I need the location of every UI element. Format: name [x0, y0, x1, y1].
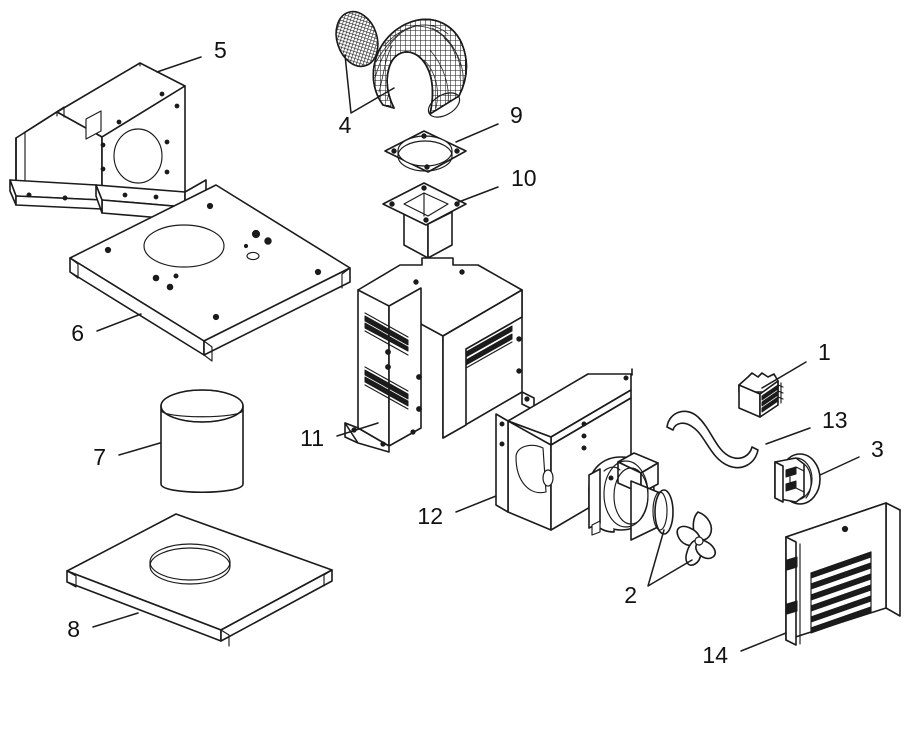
- part-13-flexible-wire-harness: [666, 410, 759, 469]
- leader-12: [455, 495, 497, 513]
- leader-2: [647, 529, 693, 587]
- part-8-ceiling-trim-plate: [66, 513, 333, 647]
- part-3-damper-actuator: [774, 453, 821, 505]
- callout-label-13: 13: [822, 407, 848, 433]
- callout-layer: 1 2 3 4 5 6 7 8 9 10 11 12 13 14: [67, 37, 884, 668]
- part-5-upper-housing-enclosure: [9, 62, 207, 221]
- part-1-terminal-block-connector: [738, 372, 784, 418]
- leader-6: [96, 313, 142, 332]
- leader-5: [156, 56, 202, 73]
- part-14-louvered-grille-cover: [785, 502, 901, 646]
- callout-label-6: 6: [71, 320, 84, 346]
- callout-label-11: 11: [300, 425, 324, 451]
- callout-label-3: 3: [871, 436, 884, 462]
- part-12-motor-mount-bracket: [495, 368, 633, 531]
- leader-3: [819, 456, 860, 476]
- part-7-cylindrical-duct-sleeve: [160, 389, 244, 493]
- callout-label-10: 10: [511, 165, 537, 191]
- callout-label-7: 7: [93, 444, 106, 470]
- part-10-square-duct-transition-boot: [382, 182, 467, 259]
- leader-14: [740, 632, 787, 652]
- callout-label-1: 1: [818, 339, 831, 365]
- leader-10: [455, 186, 499, 204]
- callout-label-9: 9: [510, 102, 523, 128]
- leader-8: [92, 612, 139, 628]
- leader-11: [336, 422, 379, 437]
- callout-label-5: 5: [214, 37, 227, 63]
- vent-slot-group-right: [465, 322, 513, 369]
- part-6-base-mounting-plate: [69, 184, 351, 362]
- callout-label-4: 4: [339, 112, 352, 138]
- callout-label-8: 8: [67, 616, 80, 642]
- leader-9: [455, 123, 499, 143]
- callout-label-14: 14: [702, 642, 728, 668]
- leader-4: [344, 54, 395, 114]
- vent-slot-group-lower-left: [364, 366, 409, 410]
- grille-louver-slats: [810, 551, 872, 634]
- callout-label-12: 12: [417, 503, 443, 529]
- leader-7: [118, 442, 161, 456]
- fan-blade: [676, 511, 716, 566]
- vent-slot-group-upper-left: [364, 312, 409, 356]
- callout-label-2: 2: [624, 582, 637, 608]
- leader-13: [765, 427, 811, 445]
- part-11-vented-chassis-frame: [344, 257, 535, 453]
- leader-1: [761, 361, 807, 389]
- part-2-blower-motor-and-fan-blade: [588, 452, 716, 566]
- part-9-round-duct-collar-flange: [384, 130, 467, 173]
